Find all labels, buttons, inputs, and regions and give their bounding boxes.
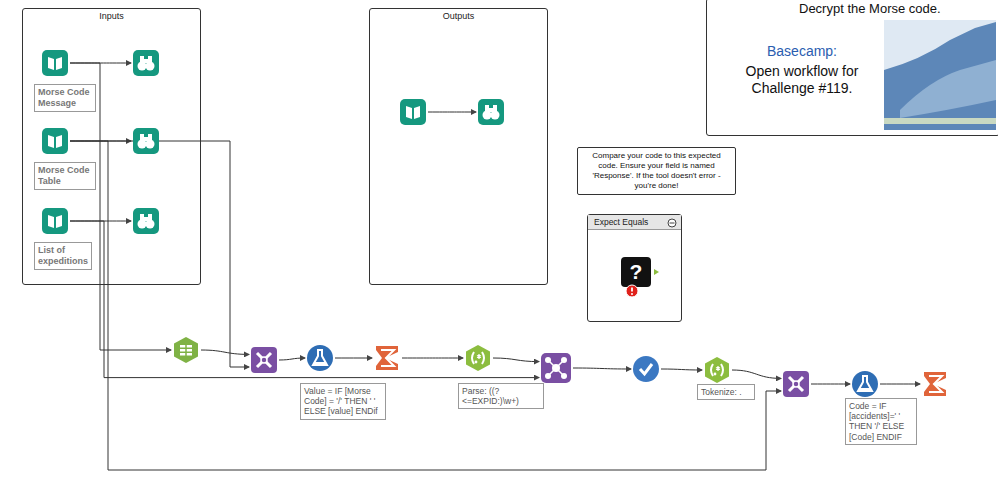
tool-label: List of expeditions [34, 242, 92, 270]
tool-annotation: Value = IF [Morse Code] = '/' THEN ' ' E… [300, 383, 386, 420]
regex-icon [464, 344, 492, 372]
banner-text: Open workflow for Challenge #119. [727, 63, 877, 98]
summ-tool [921, 370, 949, 398]
macro-tool: ? [621, 257, 651, 287]
connection-wire [661, 369, 702, 370]
jmulti-tool [540, 352, 572, 384]
browse-icon [132, 127, 160, 155]
join-icon [250, 346, 278, 374]
ground-strip [884, 118, 996, 124]
regex-tool: Parse: ((?<=EXPID:)\w+) [464, 344, 492, 372]
image-ground [884, 20, 996, 130]
regex-icon [703, 356, 731, 384]
browse-icon [132, 49, 160, 77]
input-icon [41, 207, 69, 235]
input-tool: List of expeditions [41, 207, 69, 235]
input-tool [399, 98, 427, 126]
tool-annotation: Code = IF [accidents]=' ' THEN '/' ELSE … [845, 398, 917, 445]
tool-annotation: Tokenize: . [697, 384, 755, 400]
join-icon [782, 370, 810, 398]
outputs-container: Outputs [369, 8, 548, 285]
connection-wire [70, 141, 249, 367]
textcol-tool [172, 336, 200, 364]
regex-tool: Tokenize: . [703, 356, 731, 384]
select-icon [632, 355, 660, 383]
browse-icon [132, 207, 160, 235]
container-title: Inputs [23, 11, 200, 21]
textcol-icon [172, 336, 200, 364]
browse-icon [477, 98, 505, 126]
collapse-button [667, 218, 677, 228]
error-badge [621, 257, 667, 299]
join-tool [782, 370, 810, 398]
summ-tool [373, 344, 401, 372]
container-title: Outputs [370, 11, 547, 21]
tool-annotation: Parse: ((?<=EXPID:)\w+) [458, 383, 544, 409]
challenge-banner: Decrypt the Morse code. Basecamp: Open wor… [706, 0, 998, 136]
banner-subtitle: Basecamp: [727, 43, 877, 61]
tool-label: Morse Code Message [34, 84, 96, 112]
connection-wire [70, 221, 539, 378]
connection-wire [70, 141, 781, 470]
formula-icon [306, 344, 334, 372]
comment-box: Compare your code to this expected code.… [577, 147, 736, 195]
connection-wire [573, 368, 631, 369]
tool-label: Morse Code Table [34, 162, 96, 190]
banner-heading: Decrypt the Morse code. [799, 1, 989, 17]
container-title: Expect Equals [594, 217, 681, 227]
formula-icon [851, 370, 879, 398]
connection-wire [201, 350, 249, 354]
macro-container: Expect Equals? [587, 214, 682, 322]
browse-tool [477, 98, 505, 126]
inputs-container: InputsMorse Code MessageMorse Code Table… [22, 8, 201, 285]
jmulti-icon [540, 352, 572, 384]
input-icon [41, 127, 69, 155]
connection-wire [880, 384, 920, 385]
macro-symbol: ? [621, 257, 651, 287]
input-icon [41, 49, 69, 77]
comment-text: Compare your code to this expected code.… [583, 151, 730, 191]
connection-wire [493, 358, 539, 362]
connection-wire [335, 358, 372, 359]
connection-wire [279, 358, 305, 360]
connection-wire [811, 384, 850, 385]
formula-tool: Value = IF [Morse Code] = '/' THEN ' ' E… [306, 344, 334, 372]
summ-icon [921, 370, 949, 398]
browse-tool [132, 49, 160, 77]
mountain [884, 22, 996, 130]
connection-wire [732, 370, 781, 378]
connection-wire [428, 112, 476, 113]
summ-icon [373, 344, 401, 372]
input-tool: Morse Code Table [41, 127, 69, 155]
input-tool: Morse Code Message [41, 49, 69, 77]
select-tool [632, 355, 660, 383]
input-icon [399, 98, 427, 126]
browse-tool [132, 127, 160, 155]
browse-tool [132, 207, 160, 235]
join-tool [250, 346, 278, 374]
connection-wire [402, 358, 463, 359]
formula-tool: Code = IF [accidents]=' ' THEN '/' ELSE … [851, 370, 879, 398]
mountain-shade [900, 60, 996, 118]
container-header: Expect Equals [588, 215, 681, 230]
